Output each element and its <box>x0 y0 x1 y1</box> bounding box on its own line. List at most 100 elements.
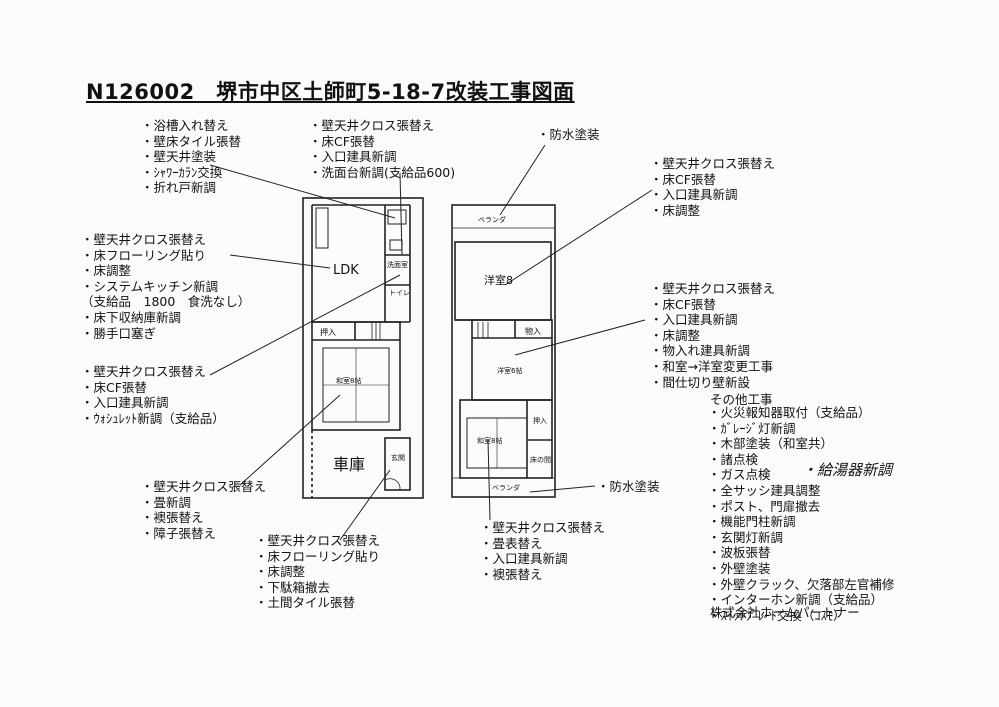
note-line: ・ｳｫｼｭﾚｯﾄ新調（支給品） <box>81 410 225 426</box>
note-line: ・入口建具新調 <box>650 312 738 328</box>
note-line: ・火災報知器取付（支給品） <box>708 405 871 420</box>
note-line: ・玄関灯新調 <box>708 529 784 545</box>
note-line: ・床CF張替 <box>650 171 716 187</box>
note-line: ・浴槽入れ替え <box>141 118 229 133</box>
note-washitsu-2: ・壁天井クロス張替え ・畳表替え ・入口建具新調 ・襖張替え <box>480 520 605 582</box>
note-line: ・襖張替え <box>141 510 204 526</box>
note-line: （支給品 1800 食洗なし） <box>81 294 251 310</box>
plan-label-yoshitsu-8: 洋室8 <box>484 273 513 287</box>
page-title: N126002 堺市中区土師町5-18-7改装工事図面 <box>86 80 575 104</box>
note-line: ・壁天井クロス張替え <box>309 118 435 133</box>
note-line: ・洗面台新調(支給品600) <box>309 164 456 180</box>
note-yoshitsu-6: ・壁天井クロス張替え ・床CF張替 ・入口建具新調 ・床調整 ・物入れ建具新調 … <box>650 281 775 390</box>
note-line: ・機能門柱新調 <box>708 514 796 530</box>
plan-label-garage: 車庫 <box>333 455 365 474</box>
leader-ldk <box>229 254 331 269</box>
plan-label-monoire: 物入 <box>525 326 541 336</box>
note-washroom: ・壁天井クロス張替え ・床CF張替 ・入口建具新調 ・洗面台新調(支給品600) <box>309 118 455 180</box>
note-line: ・勝手口塞ぎ <box>81 325 157 341</box>
note-line: ・ガス点検 <box>708 467 771 483</box>
note-line: ・ｼｬﾜｰｶﾗﾝ交換 <box>141 164 223 180</box>
plan-label-tokonoma: 床の間 <box>530 455 551 464</box>
note-line: ・ポスト、門扉撤去 <box>708 498 821 514</box>
leader-waterproof-bottom <box>529 485 596 493</box>
note-line: ・壁天井クロス張替え <box>141 479 267 494</box>
note-waterproof-bottom: ・防水塗装 <box>597 479 660 495</box>
upper-floor-plan <box>451 204 556 498</box>
note-line: ・防水塗装 <box>597 479 660 494</box>
note-bath: ・浴槽入れ替え ・壁床タイル張替 ・壁天井塗装 ・ｼｬﾜｰｶﾗﾝ交換 ・折れ戸新… <box>141 118 241 196</box>
handwritten-note: ・給湯器新調 <box>802 461 893 479</box>
plan-label-senmen: 洗面室 <box>387 260 408 269</box>
note-yoshitsu-8: ・壁天井クロス張替え ・床CF張替 ・入口建具新調 ・床調整 <box>650 156 775 218</box>
note-line: ・壁天井クロス張替え <box>480 520 606 535</box>
note-line: ・外壁クラック、欠落部左官補修 <box>708 576 895 592</box>
note-line: ・壁天井クロス張替え <box>650 156 776 171</box>
note-line: ・床下収納庫新調 <box>81 309 182 325</box>
note-ldk: ・壁天井クロス張替え ・床フローリング貼り ・床調整 ・システムキッチン新調 （… <box>81 232 250 341</box>
leader-washitsu1 <box>239 394 341 486</box>
note-line: ・壁床タイル張替 <box>141 133 242 149</box>
plan-label-toilet: トイレ <box>389 289 410 297</box>
plan-label-yoshitsu-6: 洋室6帖 <box>497 366 522 375</box>
note-line: ・床調整 <box>650 202 701 218</box>
note-line: ・壁天井クロス張替え <box>81 364 207 379</box>
note-line: ・諸点検 <box>708 451 759 467</box>
note-line: ・外壁塗装 <box>708 560 771 576</box>
note-line: ・全サッシ建具調整 <box>708 482 821 498</box>
leader-yoshitsu8 <box>504 189 653 286</box>
leader-yoshitsu6 <box>514 319 646 356</box>
note-entrance: ・壁天井クロス張替え ・床フローリング貼り ・床調整 ・下駄箱撤去 ・土間タイル… <box>255 533 380 611</box>
note-line: ・下駄箱撤去 <box>255 579 331 595</box>
other-works-title: その他工事 <box>710 392 773 407</box>
note-line: ・土間タイル張替 <box>255 595 356 611</box>
note-toilet: ・壁天井クロス張替え ・床CF張替 ・入口建具新調 ・ｳｫｼｭﾚｯﾄ新調（支給品… <box>81 364 225 426</box>
note-line: ・壁天井塗装 <box>141 149 217 165</box>
plan-label-veranda-bottom: ベランダ <box>492 483 520 492</box>
note-line: ・障子張替え <box>141 525 217 541</box>
leader-entrance <box>339 469 391 541</box>
note-line: ・入口建具新調 <box>81 395 169 411</box>
note-line: ・間仕切り壁新設 <box>650 374 751 390</box>
plan-label-veranda-top: ベランダ <box>478 215 506 224</box>
note-line: ・防水塗装 <box>537 127 600 142</box>
note-line: ・畳新調 <box>141 494 192 510</box>
note-washitsu-1: ・壁天井クロス張替え ・畳新調 ・襖張替え ・障子張替え <box>141 479 266 541</box>
plan-label-washitsu-2: 和室8帖 <box>477 436 502 445</box>
leader-bath <box>209 164 396 219</box>
note-line: ・ｶﾞﾚｰｼﾞ灯新調 <box>708 420 796 436</box>
note-line: ・入口建具新調 <box>650 187 738 203</box>
note-line: ・木部塗装（和室共） <box>708 436 834 452</box>
note-line: ・畳表替え <box>480 535 543 551</box>
note-line: ・床調整 <box>255 564 306 580</box>
ground-floor-plan <box>302 197 424 499</box>
note-line: ・床フローリング貼り <box>255 548 381 564</box>
note-line: ・波板張替 <box>708 545 771 561</box>
note-line: ・床フローリング貼り <box>81 247 207 263</box>
note-line: ・ｽｲｯﾁﾌﾟﾚｰﾄ交換（ｺｽﾓ） <box>708 607 846 623</box>
leader-waterproof-top <box>499 144 546 216</box>
note-line: ・床調整 <box>81 263 132 279</box>
note-line: ・インターホン新調（支給品） <box>708 592 884 608</box>
note-line: ・床CF張替 <box>309 133 375 149</box>
plan-label-ldk: LDK <box>333 263 359 278</box>
note-other-works: ・火災報知器取付（支給品） ・ｶﾞﾚｰｼﾞ灯新調 ・木部塗装（和室共） ・諸点検… <box>708 405 894 623</box>
note-line: ・入口建具新調 <box>480 551 568 567</box>
plan-label-oshiire-2: 押入 <box>533 416 547 425</box>
note-line: ・入口建具新調 <box>309 149 397 165</box>
note-line: ・床CF張替 <box>81 379 147 395</box>
note-line: ・壁天井クロス張替え <box>255 533 381 548</box>
plan-label-oshiire-1: 押入 <box>320 327 336 337</box>
note-line: ・襖張替え <box>480 566 543 582</box>
company-name: 株式会社ホームパートナー <box>710 605 860 620</box>
note-line: ・折れ戸新調 <box>141 180 217 196</box>
leader-toilet <box>209 274 401 376</box>
plan-label-washitsu-1: 和室8帖 <box>336 376 361 385</box>
note-waterproof-top: ・防水塗装 <box>537 127 600 143</box>
note-line: ・和室→洋室変更工事 <box>650 358 773 374</box>
note-line: ・壁天井クロス張替え <box>81 232 207 247</box>
leader-washitsu2 <box>487 439 491 521</box>
plan-label-genkan: 玄関 <box>391 453 405 462</box>
note-line: ・壁天井クロス張替え <box>650 281 776 296</box>
